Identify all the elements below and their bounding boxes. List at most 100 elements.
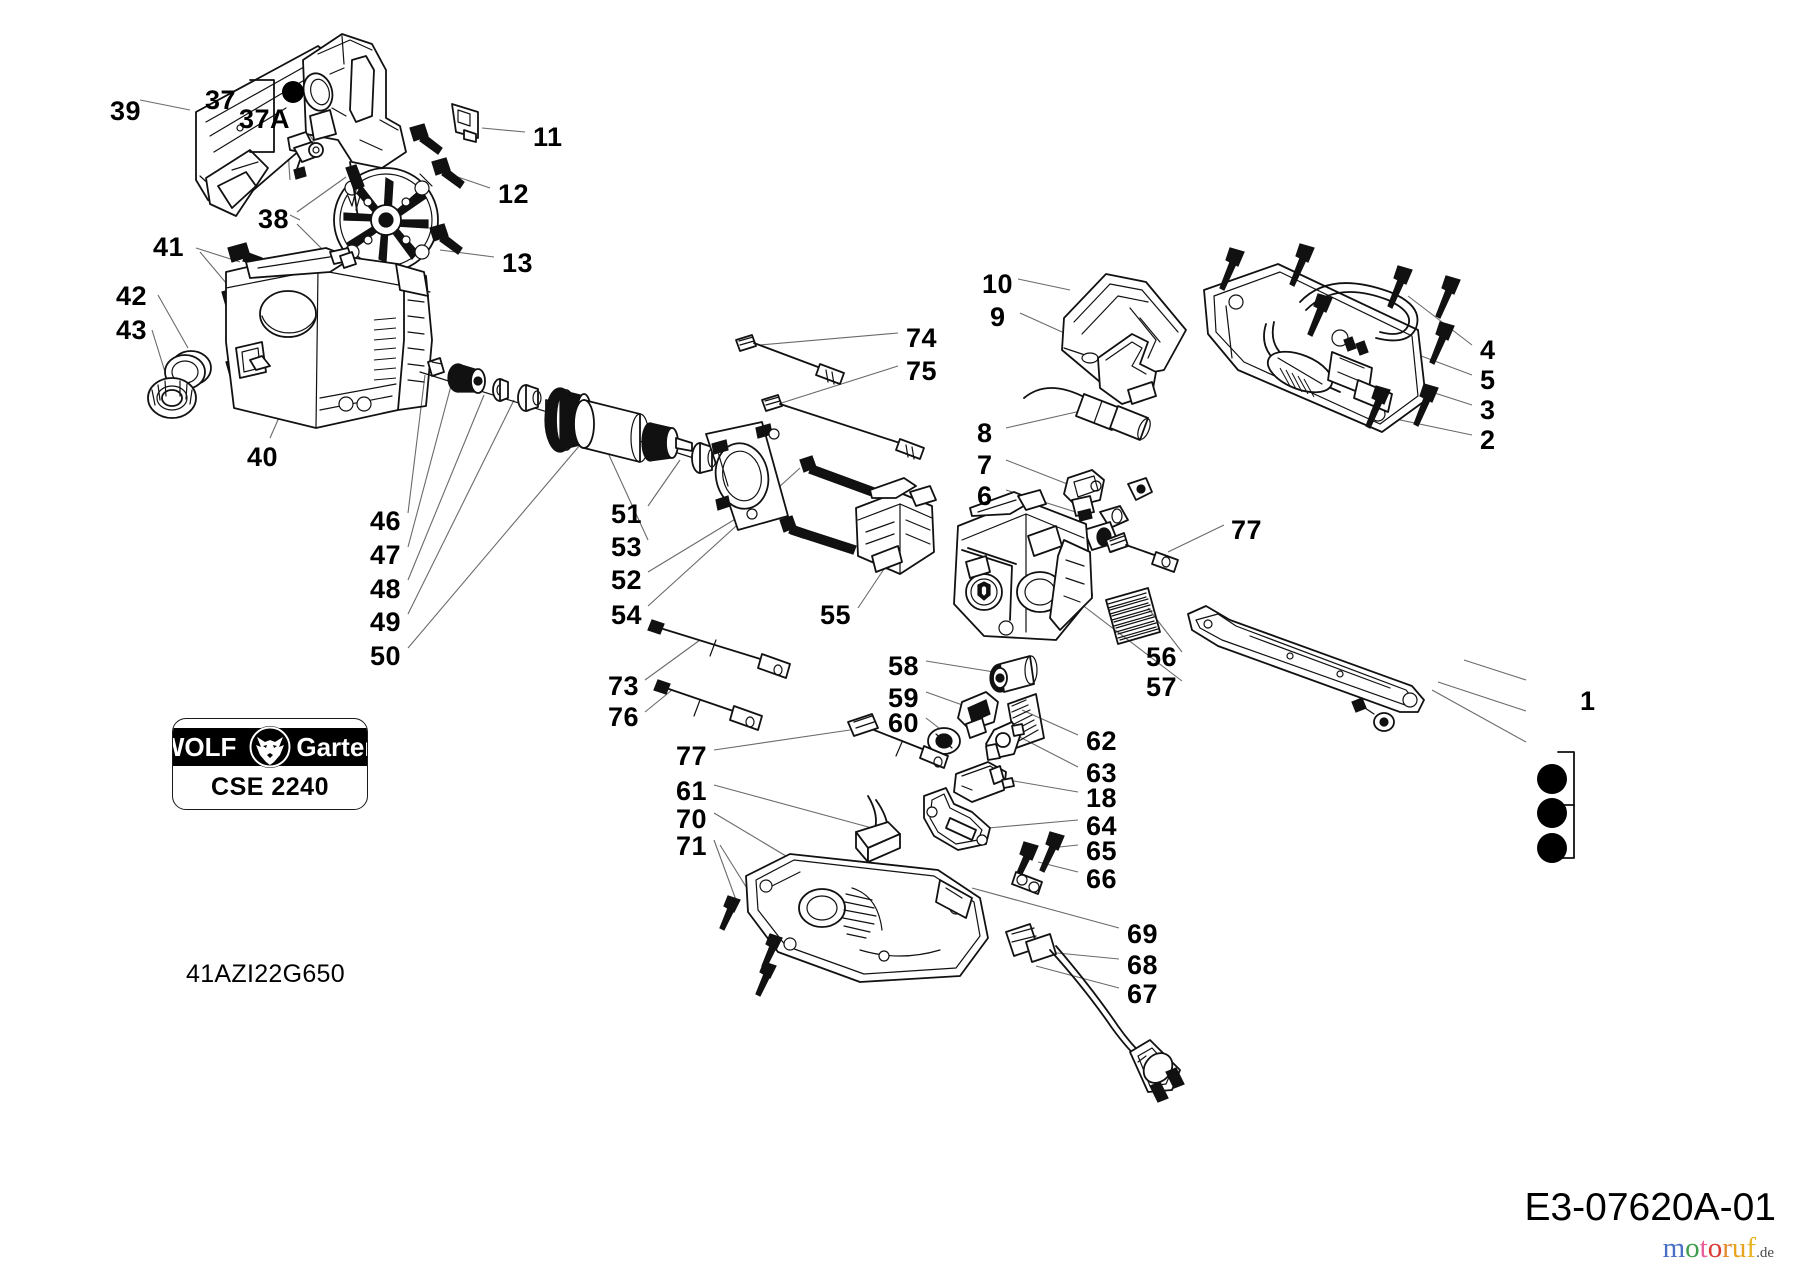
parts-62-63 (985, 693, 1045, 761)
callout-71: 71 (676, 831, 708, 861)
callout-56: 56 (1146, 642, 1178, 672)
part-64-lever (923, 787, 991, 851)
callout-62: 62 (1086, 726, 1118, 756)
callout-37A: 37A (239, 104, 291, 134)
callout-47: 47 (370, 540, 402, 570)
callout-73: 73 (608, 671, 640, 701)
brand-word-left: WOLF (173, 732, 237, 762)
callout-40: 40 (247, 442, 279, 472)
callout-57: 57 (1146, 672, 1178, 702)
part-8-tube (1023, 387, 1151, 441)
motoruf-watermark: motoruf.de (1663, 1234, 1774, 1263)
part-43-cap (147, 377, 197, 419)
part-37A-nozzle (287, 131, 324, 180)
wires-74-75 (735, 334, 925, 460)
part-37-switch-housing (302, 33, 407, 169)
callout-61: 61 (676, 776, 708, 806)
callout-37: 37 (205, 85, 237, 115)
screws-right-top (1219, 243, 1461, 429)
callout-67: 67 (1127, 979, 1159, 1009)
callout-3: 3 (1480, 395, 1496, 425)
part-67-68-power-cord (1005, 923, 1185, 1103)
callout-76: 76 (608, 702, 640, 732)
watermark-tld: .de (1756, 1245, 1774, 1261)
watermark-letter: o (1685, 1232, 1700, 1264)
callout-41: 41 (153, 232, 185, 262)
callout-7: 7 (977, 450, 993, 480)
part-61-connector (855, 795, 901, 863)
part-11-bracket (451, 103, 479, 143)
callout-63: 63 (1086, 758, 1118, 788)
watermark-letter: r (1722, 1232, 1732, 1264)
callout-74: 74 (906, 323, 938, 353)
part-3-handle-grip (1299, 282, 1419, 342)
callout-38: 38 (258, 204, 290, 234)
callout-6: 6 (977, 481, 993, 511)
callout-11: 11 (533, 122, 563, 152)
watermark-letter: o (1707, 1232, 1723, 1264)
callout-53: 53 (611, 532, 643, 562)
callout-18: 18 (1086, 783, 1118, 813)
part-56-spring (1105, 587, 1161, 645)
callout-5: 5 (1480, 365, 1496, 395)
part-2-handle-housing (1203, 263, 1427, 433)
part-69-bottom-cover (745, 853, 989, 983)
part-57-main-housing (953, 489, 1093, 641)
callout-51: 51 (611, 499, 643, 529)
callout-42: 42 (116, 281, 148, 311)
callout-68: 68 (1127, 950, 1159, 980)
callout-54: 54 (611, 600, 643, 630)
callout-66: 66 (1086, 864, 1118, 894)
callout-77a: 77 (1231, 515, 1263, 545)
part-10-top-cover (1061, 273, 1187, 383)
wolf-head-icon (249, 726, 291, 768)
watermark-letter: m (1662, 1232, 1686, 1264)
callout-75: 75 (906, 356, 938, 386)
callout-8: 8 (977, 418, 993, 448)
part-18-switch (953, 761, 1015, 803)
shaft-assembly (419, 357, 717, 474)
parts-58-59-60 (927, 655, 1038, 755)
model-name: CSE 2240 (211, 773, 329, 801)
part-1-guide-bar (1187, 605, 1425, 732)
callout-70: 70 (676, 804, 708, 834)
watermark-letter: t (1699, 1232, 1708, 1264)
part-40-motor-housing (225, 247, 433, 429)
wires-73-76 (647, 619, 791, 731)
callout-59: 59 (888, 683, 920, 713)
screws-52-54 (779, 455, 881, 555)
callout-13: 13 (502, 248, 534, 278)
part-53-end-plate (705, 421, 789, 531)
part-77-wire-right (1105, 532, 1179, 573)
part-9-trigger (1097, 333, 1157, 405)
callout-58: 58 (888, 651, 920, 681)
watermark-letter: u (1731, 1232, 1747, 1264)
callout-48: 48 (370, 574, 402, 604)
callout-55: 55 (820, 600, 852, 630)
callout-65: 65 (1086, 836, 1118, 866)
callout-39: 39 (110, 96, 142, 126)
callout-60: 60 (888, 708, 920, 738)
part-13-fan (333, 167, 439, 273)
brand-plate: WOLF Garten CSE 2240 (172, 718, 368, 810)
callout-49: 49 (370, 607, 402, 637)
callout-77b: 77 (676, 741, 708, 771)
watermark-letter: f (1746, 1232, 1757, 1264)
callout-9: 9 (990, 302, 1006, 332)
callout-52: 52 (611, 565, 643, 595)
screws-65-66 (1011, 831, 1065, 895)
callout-10: 10 (982, 269, 1014, 299)
screws-70-71 (719, 895, 783, 997)
part-code: 41AZI22G650 (186, 960, 345, 988)
callout-64: 64 (1086, 811, 1118, 841)
bracket-37 (249, 79, 304, 153)
callout-12: 12 (498, 179, 530, 209)
part-77-wire-lower (847, 713, 949, 769)
parts-6-7 (1063, 469, 1153, 551)
callout-1: 1 (1580, 686, 1596, 716)
brand-word-right: Garten (296, 732, 367, 762)
callout-46: 46 (370, 506, 402, 536)
callout-43: 43 (116, 315, 148, 345)
